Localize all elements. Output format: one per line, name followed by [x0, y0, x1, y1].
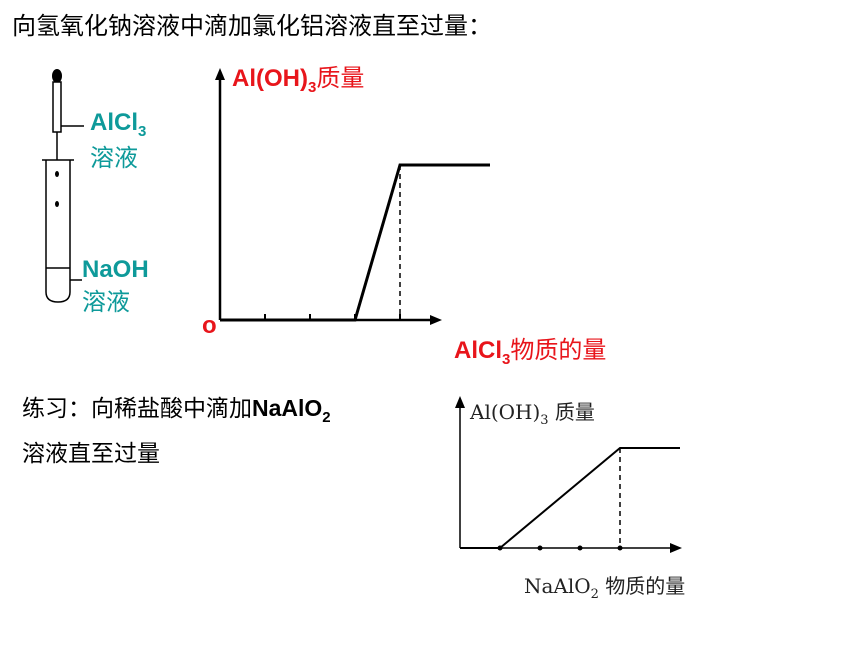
chart-1-ylabel-text: 质量	[316, 64, 365, 92]
tube-label: NaOH 溶液	[82, 254, 149, 319]
drop-1	[55, 171, 59, 177]
chart-1-series-line	[220, 163, 490, 322]
chart-1-xlabel-formula: AlCl	[454, 337, 502, 364]
exercise-formula: NaAlO	[252, 395, 323, 421]
exercise-formula-subscript: 2	[322, 408, 331, 426]
chart-2-x-tick-2	[537, 545, 543, 551]
dropper-body	[52, 81, 62, 133]
dropper-label-solution: 溶液	[90, 143, 138, 172]
exercise-line1: 练习：向稀盐酸中滴加	[22, 396, 252, 422]
tube-label-solution: 溶液	[82, 288, 130, 316]
page-title: 向氢氧化钠溶液中滴加氯化铝溶液直至过量：	[12, 12, 492, 40]
chart-2-x-axis-arrow	[670, 543, 682, 553]
exercise-line2: 溶液直至过量	[22, 440, 160, 467]
chart-1-ylabel-subscript: 3	[307, 78, 317, 96]
chart-1-y-axis-arrow	[215, 68, 225, 80]
exercise-text: 练习：向稀盐酸中滴加NaAlO2 溶液直至过量	[22, 390, 331, 472]
chart-1-ylabel: Al(OH)3质量	[232, 58, 364, 96]
chart-2-xlabel: NaAlO2 物质的量	[524, 570, 685, 602]
chart-2-ylabel-subscript: 3	[540, 413, 549, 428]
chart-2-ylabel-text: 质量	[548, 400, 595, 424]
chart-1-x-axis-arrow	[430, 315, 442, 325]
dropper-bulb	[52, 69, 62, 83]
dropper-label-subscript: 3	[138, 122, 147, 140]
chart-2-ylabel: Al(OH)3 质量	[470, 396, 595, 428]
chart-1-xlabel-subscript: 3	[502, 350, 511, 368]
test-tube	[45, 160, 71, 303]
chart-1-xlabel-text: 物质的量	[510, 336, 607, 364]
chart-1	[215, 68, 490, 325]
chart-2-xlabel-text: 物质的量	[598, 574, 686, 598]
chart-1-origin-label: o	[202, 312, 217, 339]
chart-2	[455, 396, 682, 553]
tube-label-formula: NaOH	[82, 256, 149, 283]
chart-2-x-tick-3	[577, 545, 583, 551]
chart-2-ylabel-formula: Al(OH)	[470, 400, 541, 424]
chart-1-ylabel-formula: Al(OH)	[232, 65, 308, 92]
dropper-tube-apparatus	[42, 69, 84, 303]
chart-2-xlabel-subscript: 2	[590, 587, 599, 602]
dropper-label: AlCl3 溶液	[90, 110, 146, 172]
chart-2-y-axis-arrow	[455, 396, 465, 408]
drop-2	[55, 201, 59, 207]
dropper-label-formula: AlCl	[90, 109, 138, 136]
chart-2-series-line	[460, 447, 680, 549]
chart-1-xlabel: AlCl3物质的量	[454, 330, 606, 368]
chart-2-xlabel-formula: NaAlO	[524, 574, 591, 598]
